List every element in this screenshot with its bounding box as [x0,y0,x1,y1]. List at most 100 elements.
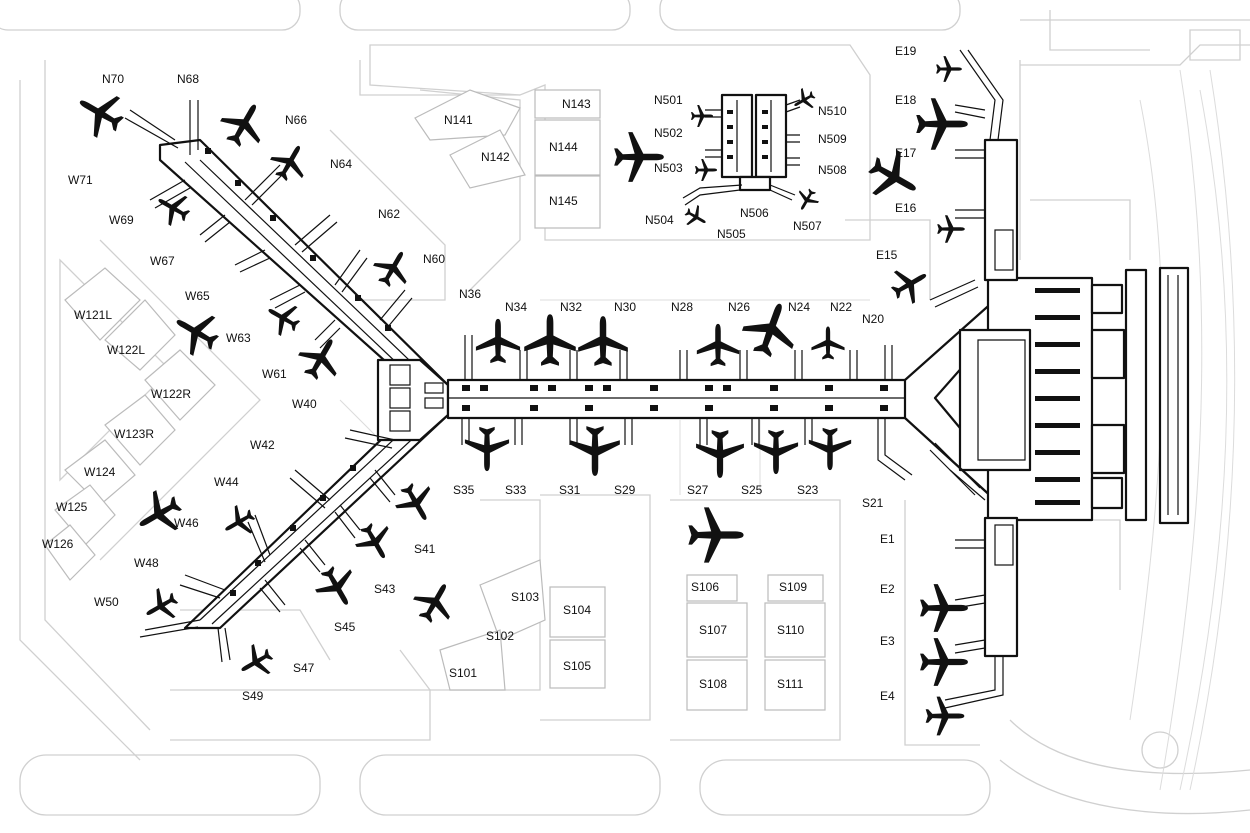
airplane-icon [936,56,962,82]
gate-label: W63 [226,331,251,345]
stand-label: W126 [42,537,74,551]
airplane-icon [524,314,576,366]
gate-label: N34 [505,300,527,314]
gate-label: E2 [880,582,895,596]
gate-label: N22 [830,300,852,314]
remote-stand-areas [44,89,826,711]
airplane-icon [475,318,521,364]
gate-label: E1 [880,532,895,546]
stand-label: S110 [777,623,804,637]
gate-label: S35 [453,483,475,497]
stand-label: W121L [74,308,112,322]
gate-label: E18 [895,93,917,107]
stand-label: S103 [511,590,539,604]
stand-label: W125 [56,500,88,514]
airplane-icon [150,185,196,231]
airplane-icon [788,84,820,116]
gate-label: N507 [793,219,822,233]
airplane-icon [694,158,718,182]
airplane-icon [349,516,401,568]
gate-label: N66 [285,113,307,127]
stand-labels: N141 N142 N143 N144 N145 W121L W122L W12… [42,97,807,691]
airplane-icon [233,639,279,685]
airplane-icon [128,483,190,545]
gate-label: S25 [741,483,763,497]
gate-label: N26 [728,300,750,314]
gate-label: S29 [614,483,636,497]
gate-label: N30 [614,300,636,314]
airplane-icon [884,258,936,310]
gate-label: W44 [214,475,239,489]
gate-label: W65 [185,289,210,303]
stand-label: W122L [107,343,145,357]
gate-label: N36 [459,287,481,301]
gate-label: N502 [654,126,683,140]
gate-label: W40 [292,397,317,411]
airplane-icon [753,429,799,475]
gate-label: N60 [423,252,445,266]
airplane-icon [680,201,712,233]
stand-label: S105 [563,659,591,673]
airplane-icon [690,104,714,128]
gate-label: S33 [505,483,527,497]
airplane-icon [808,427,852,471]
gate-label: W67 [150,254,175,268]
gate-label: N503 [654,161,683,175]
airplane-icon [696,430,744,478]
airplane-icon [264,136,316,188]
gate-label: N504 [645,213,674,227]
airplane-icon [696,323,740,367]
gate-label: N510 [818,104,847,118]
airplane-icon [811,326,845,360]
stand-label: N143 [562,97,591,111]
airplane-icon [688,507,744,563]
gate-label: N70 [102,72,124,86]
airplane-icon [570,426,620,476]
gate-label: N509 [818,132,847,146]
gate-label: E3 [880,634,895,648]
gate-label: N508 [818,163,847,177]
gate-label: S45 [334,620,356,634]
stand-label: N145 [549,194,578,208]
airplane-icon [937,215,965,243]
gate-labels: N70 N68 N66 N64 N62 N60 N36 N34 N32 N30 … [68,44,917,703]
gate-label: E4 [880,689,895,703]
gate-label: N62 [378,207,400,221]
gate-label: N506 [740,206,769,220]
terminal-interior-details [205,110,1080,596]
gate-label: E15 [876,248,898,262]
gate-label: W69 [109,213,134,227]
stand-label: N144 [549,140,578,154]
stand-label: S108 [699,677,727,691]
gate-label: N24 [788,300,810,314]
gate-label: S41 [414,542,436,556]
airplane-icon [920,584,968,632]
gate-label: S43 [374,582,396,596]
stand-label: S101 [449,666,477,680]
jet-bridges [124,49,1004,709]
gate-label: W71 [68,173,93,187]
gate-label: W50 [94,595,119,609]
gate-label: W42 [250,438,275,452]
airplane-icon [925,696,965,736]
stand-label: N141 [444,113,473,127]
airplane-icon [165,301,227,363]
airplane-icon [292,329,350,387]
stand-label: W122R [151,387,191,401]
airplane-icon [138,583,184,629]
stand-label: S111 [777,677,804,691]
gate-label: W48 [134,556,159,570]
gate-label: W46 [174,516,199,530]
gate-label: N505 [717,227,746,241]
stand-label: S106 [691,580,719,594]
airplane-icon [213,93,275,155]
stand-label: S102 [486,629,514,643]
stand-label: S104 [563,603,591,617]
gate-label: S47 [293,661,315,675]
gate-label: E19 [895,44,917,58]
gate-label: N28 [671,300,693,314]
gate-label: N68 [177,72,199,86]
stand-label: S107 [699,623,727,637]
airplane-icon [309,559,365,615]
